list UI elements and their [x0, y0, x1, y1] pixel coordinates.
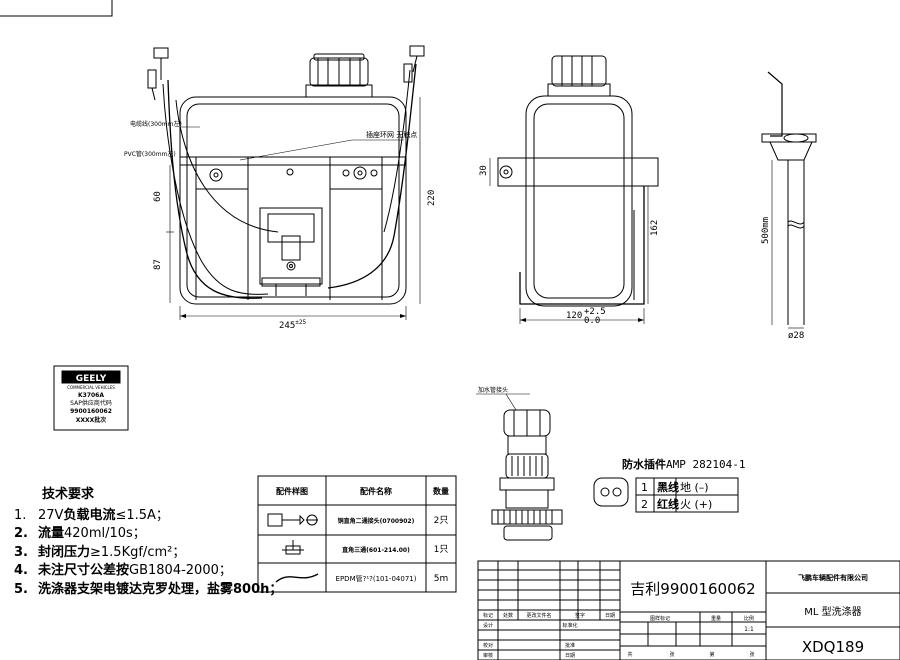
- tb-r4-c1: 审核: [483, 652, 493, 659]
- side-dim-width: 120: [566, 311, 582, 321]
- plate-code: K3706A: [78, 392, 104, 399]
- nozzle-dim-dia: ø28: [788, 331, 804, 341]
- requirement-item: 1.27V负载电流≤1.5A；: [14, 507, 169, 523]
- cap-label: 加水管接头: [478, 386, 508, 394]
- tank-outline: [179, 96, 407, 305]
- parts-row2-qty: 1只: [434, 545, 449, 555]
- tb-r2-c2: 标准化: [562, 622, 577, 629]
- callout-top: 插座环网 无触点: [366, 130, 417, 139]
- nozzle-view: [761, 71, 817, 329]
- pin1-num: 1: [641, 481, 648, 494]
- tb-r1-c3: 更改文件名: [526, 612, 551, 619]
- tb-bot-2: 张: [669, 651, 674, 658]
- side-dim-tol-lower: 0.0: [584, 316, 600, 326]
- parts-row3-qty: 5m: [434, 574, 449, 584]
- parts-header-qty: 数量: [433, 486, 449, 496]
- hose-left: [167, 79, 263, 299]
- connector-part: [476, 393, 739, 541]
- nozzle-dim-length: 500mm: [761, 217, 771, 244]
- pin2-num: 2: [641, 498, 648, 511]
- dim-60: 60: [153, 191, 163, 202]
- title-block-grid: [477, 560, 900, 660]
- plate-subtitle: COMMERCIAL VEHICLES: [67, 385, 115, 390]
- parts-row2-name: 直角三通(601-214.00): [342, 546, 410, 554]
- title-drawing-no: XDQ189: [802, 638, 864, 656]
- tb-r3-c2: 批准: [565, 642, 575, 649]
- pump-body: [259, 207, 323, 285]
- dim-220: 220: [427, 190, 437, 206]
- callout-left-1: 电缆线(300mm左): [130, 120, 182, 128]
- tb-mid-2: 重量: [711, 615, 721, 622]
- tb-mid-1: 图样标记: [650, 615, 670, 622]
- title-product: ML 型洗涤器: [804, 605, 861, 618]
- requirement-item: 4.未注尺寸公差按GB1804-2000；: [14, 563, 232, 578]
- requirement-item: 3.封闭压力≥1.5Kgf/cm²；: [14, 544, 186, 560]
- filler-neck: [305, 84, 373, 98]
- plate-line3: XXXX批次: [76, 416, 107, 424]
- callout-left-2: PVC管(300mm左): [124, 150, 176, 158]
- pin2-wire: 红线: [657, 497, 679, 511]
- frame-corner: [0, 0, 113, 17]
- dim-87: 87: [153, 259, 163, 270]
- connector-title: 防水插件AMP 282104-1: [622, 457, 745, 471]
- side-dim-tol-upper: +2.5: [584, 307, 606, 317]
- requirements-title: 技术要求: [42, 487, 95, 502]
- title-company: 飞鹏车辆配件有限公司: [798, 573, 868, 582]
- tb-bot-3: 第: [709, 651, 714, 658]
- technical-requirements: 技术要求 1.27V负载电流≤1.5A； 2.流量420ml/10s； 3.封闭…: [14, 486, 282, 599]
- requirement-item: 5.洗涤器支架电镀达克罗处理，盐雾800h；: [14, 581, 283, 597]
- bracket-right: [329, 156, 383, 190]
- front-view: [147, 45, 425, 320]
- parts-header-name: 配件名称: [360, 486, 392, 496]
- dim-width: 245±25: [279, 319, 306, 331]
- hose-right: [327, 63, 417, 289]
- parts-row1-name: 铜直角二通接头(0700902): [338, 517, 415, 525]
- parts-row1-qty: 2只: [434, 516, 449, 526]
- tb-r2-c1: 设计: [483, 622, 493, 629]
- tb-r1-c2: 处数: [503, 612, 513, 619]
- tb-r1-c4: 签字: [575, 612, 585, 619]
- parts-header-sketch: 配件样图: [276, 486, 308, 496]
- title-scale: 1:1: [744, 626, 754, 633]
- tb-r4-c2: 日期: [565, 653, 575, 659]
- pin1-wire: 黑线: [657, 480, 679, 494]
- tb-bot-4: 张: [749, 651, 754, 658]
- tb-r1-c5: 日期: [605, 613, 615, 619]
- parts-row3-name: EPDM管?¹?(101-04071): [336, 574, 417, 583]
- bracket-band: [179, 156, 407, 166]
- side-dim-162: 162: [650, 220, 660, 236]
- side-view: [489, 55, 659, 324]
- title-part-number: 吉利9900160062: [630, 580, 755, 598]
- requirement-item: 2.流量420ml/10s；: [14, 526, 146, 541]
- pin2-role: 火 (+): [680, 498, 712, 511]
- plate-line1: SAP供应商代码: [70, 399, 112, 407]
- side-tank: [525, 95, 633, 307]
- label-plate: [53, 365, 129, 431]
- tb-bot-1: 共: [627, 651, 632, 658]
- side-bracket: [519, 186, 645, 305]
- parts-table-grid: [257, 475, 457, 593]
- tb-r3-c1: 校对: [483, 642, 493, 649]
- plate-line2: 9900160062: [70, 408, 112, 415]
- tb-mid-3: 比例: [744, 615, 754, 622]
- tb-r1-c1: 标记: [483, 612, 493, 619]
- side-dim-30: 30: [479, 165, 489, 176]
- plate-brand: GEELY: [76, 374, 107, 384]
- pin1-role: 地 (–): [680, 481, 709, 494]
